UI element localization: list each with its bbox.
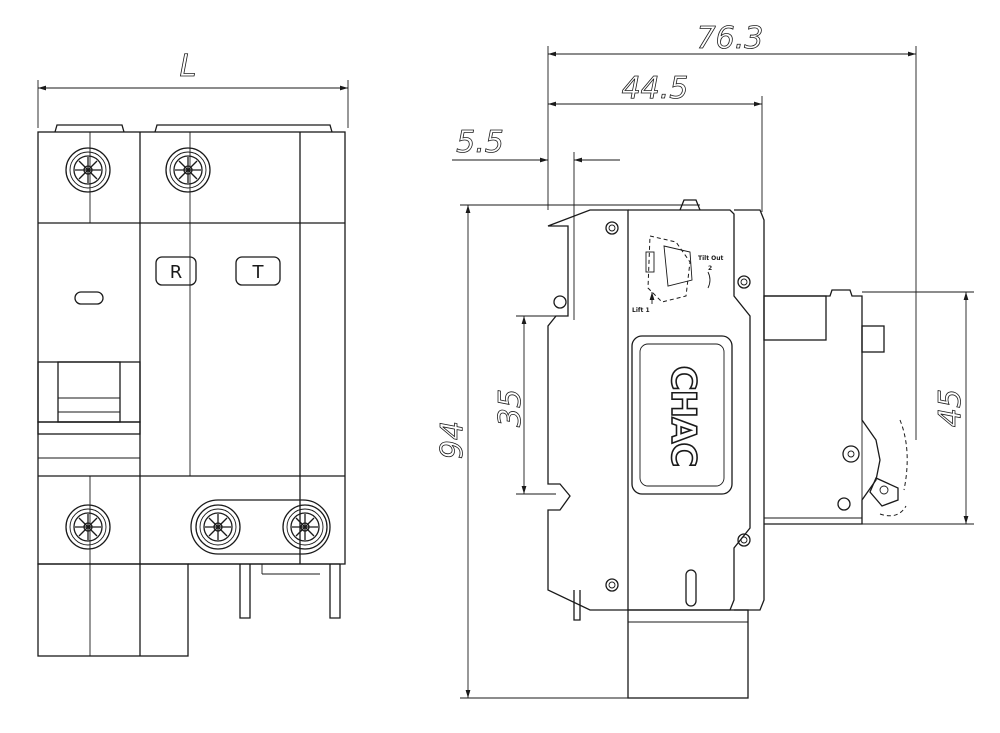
face-height-dimension: 45 [862,291,974,525]
brand-plate: CHAC [631,335,733,495]
height-label: 94 [435,421,470,459]
toggle-lever [37,361,141,459]
side-view: 76.3 44.5 5.5 94 35 [435,21,974,699]
offset-label: 5.5 [456,125,504,160]
front-depth-dimension: 44.5 [548,71,763,212]
screw-icon [282,504,328,550]
overall-depth-label: 76.3 [697,21,764,56]
instruction-step2: 2 [708,265,712,272]
overall-depth-dimension: 76.3 [547,21,917,440]
width-dimension: L [37,49,349,128]
rail-dimension: 35 [493,315,556,495]
brand-mark: CHAC [663,366,703,467]
face-height-label: 45 [933,389,968,427]
height-dimension: 94 [435,204,740,699]
front-body [37,124,346,657]
terminal-label-t-text: T [252,262,265,283]
side-body [547,199,765,699]
terminal-label-r-text: R [170,262,183,283]
rear-mechanism [763,289,908,525]
front-depth-label: 44.5 [622,71,689,106]
terminal-label-t: T [235,256,281,286]
instruction-lift: Lift 1 [632,307,650,314]
instruction-pictogram: Tilt Out 2 Lift 1 [632,235,724,314]
screw-icon [165,147,211,193]
screw-icon [195,504,241,550]
terminal-label-r: R [155,256,197,286]
front-view: L [37,49,349,657]
screw-icon [65,504,111,550]
offset-dimension: 5.5 [452,125,620,320]
instruction-tilt: Tilt Out [698,255,724,262]
width-label: L [180,49,197,84]
indicator-window [74,291,104,305]
rail-label: 35 [493,389,528,427]
screw-icon [65,147,111,193]
